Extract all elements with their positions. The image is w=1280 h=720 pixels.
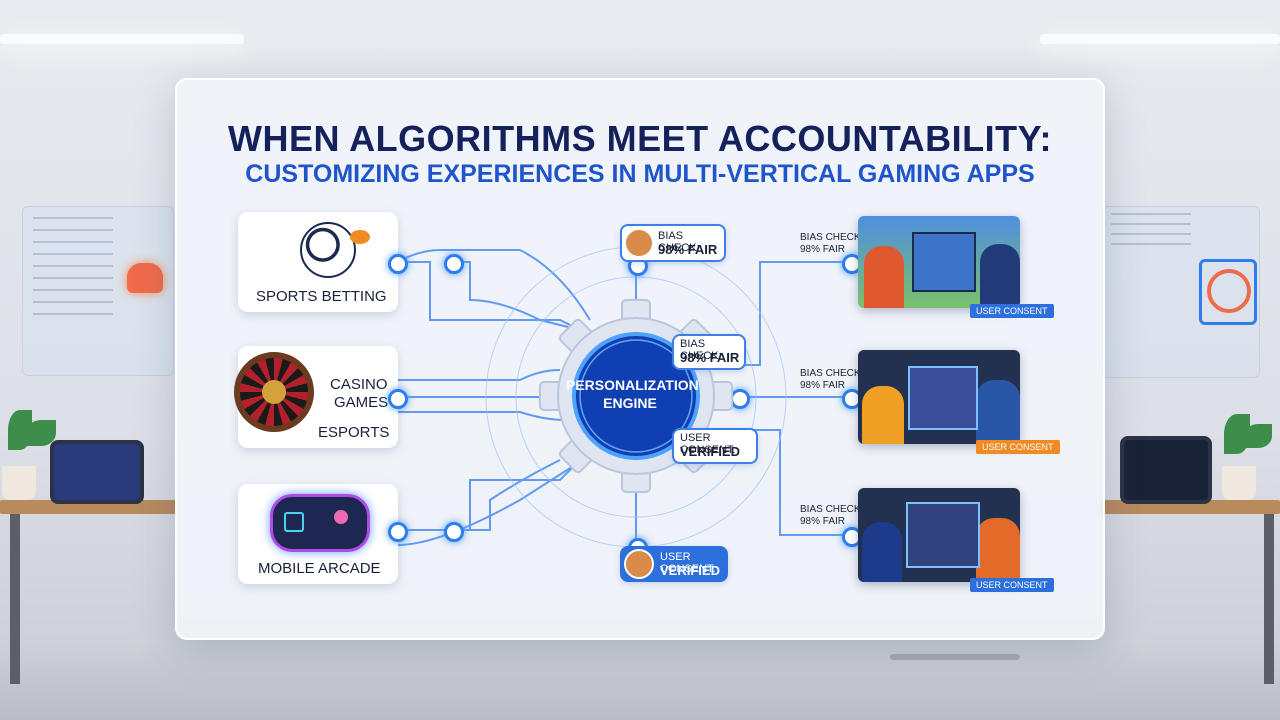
engine-line1: PERSONALIZATION (566, 377, 699, 393)
tablet-right (1120, 436, 1212, 504)
ceiling-light-right (1040, 34, 1280, 44)
casino-games-card[interactable]: CASINO GAMES ESPORTS (234, 346, 398, 448)
user-consent-label: USER CONSENT: (660, 551, 716, 575)
bias-check-value: 98% FAIR (800, 380, 846, 391)
output-card-sports[interactable] (858, 216, 1020, 308)
output-1-bias: BIAS CHECK: 98% FAIR (800, 232, 863, 256)
roulette-hub (262, 380, 286, 404)
dial-icon (1199, 259, 1257, 325)
user-consent-tag-2: USER CONSENT (976, 440, 1060, 454)
text-lines (33, 217, 113, 317)
user-consent-value: VERIFIED (680, 444, 740, 459)
engine-line2: ENGINE (603, 395, 657, 411)
user-consent-value: VERIFIED (660, 563, 720, 578)
person-left (862, 386, 904, 444)
screen-content (906, 502, 980, 568)
node-casino-out (388, 389, 408, 409)
bias-check-label: BIAS CHECK: (680, 338, 722, 362)
esports-label: ESPORTS (318, 424, 390, 441)
mobile-arcade-label: MOBILE ARCADE (258, 560, 381, 577)
plant-leaf (1244, 424, 1272, 448)
text-lines (1111, 213, 1191, 253)
dial-ring (1207, 269, 1251, 313)
casino-label-line2: GAMES (334, 394, 389, 411)
flame-icon (350, 230, 370, 244)
screen-content (912, 232, 976, 292)
user-consent-tag-1: USER CONSENT (970, 304, 1054, 318)
sports-betting-label: SPORTS BETTING (256, 288, 387, 305)
office-chair-base (890, 654, 1020, 660)
avatar-icon (624, 228, 654, 258)
user-consent-label: USER CONSENT: (680, 432, 736, 456)
output-card-casino[interactable] (858, 350, 1020, 444)
side-screen-right (1102, 206, 1260, 378)
diagram-subtitle: CUSTOMIZING EXPERIENCES IN MULTI-VERTICA… (245, 160, 1035, 188)
output-card-arcade[interactable] (858, 488, 1020, 582)
soccer-ball-icon (300, 222, 356, 278)
person-right (980, 244, 1020, 308)
rocket-icon (127, 263, 163, 293)
node-sports-out (388, 254, 408, 274)
bias-check-value: 98% FAIR (680, 350, 740, 365)
bias-check-value: 98% FAIR (800, 516, 846, 527)
user-consent-pill-engine: USER CONSENT: VERIFIED (672, 428, 758, 464)
diagram-title: WHEN ALGORITHMS MEET ACCOUNTABILITY: (228, 118, 1052, 159)
bias-check-label: BIAS CHECK: (800, 504, 864, 515)
screen-content (908, 366, 978, 430)
avatar-icon (624, 549, 654, 579)
mobile-arcade-card[interactable]: MOBILE ARCADE (238, 484, 398, 584)
node-arcade-mid (444, 522, 464, 542)
bias-check-label: BIAS CHECK: (800, 232, 864, 243)
desk-leg (10, 514, 20, 684)
gamepad-icon (270, 494, 370, 552)
gamepad-dpad (284, 512, 304, 532)
bias-check-pill-top: BIAS CHECK: 98% FAIR (620, 224, 726, 262)
user-consent-tag-3: USER CONSENT (970, 578, 1054, 592)
person-right (976, 518, 1020, 582)
bias-check-label: BIAS CHECK: (658, 230, 700, 254)
person-right (976, 380, 1020, 444)
person-left (862, 522, 902, 582)
user-consent-pill-bottom: USER CONSENT: VERIFIED (620, 546, 728, 582)
plant-leaf (26, 420, 56, 446)
bias-check-value: 98% FAIR (658, 242, 718, 257)
node-sports-mid (444, 254, 464, 274)
plant-pot-right (1222, 466, 1256, 500)
gamepad-buttons (334, 510, 348, 524)
bias-check-pill-engine: BIAS CHECK: 98% FAIR (672, 334, 746, 370)
desk-leg (1264, 514, 1274, 684)
node-arcade-out (388, 522, 408, 542)
personalization-engine-label: PERSONALIZATION ENGINE (566, 376, 699, 412)
output-2-bias: BIAS CHECK: 98% FAIR (800, 368, 863, 392)
floor (0, 640, 1280, 720)
bias-check-value: 98% FAIR (800, 244, 846, 255)
output-3-bias: BIAS CHECK: 98% FAIR (800, 504, 863, 528)
tablet-left (50, 440, 144, 504)
side-screen-left (22, 206, 174, 376)
person-left (864, 246, 904, 308)
casino-label-line1: CASINO (330, 376, 388, 393)
sports-betting-card[interactable]: SPORTS BETTING (238, 212, 398, 312)
ceiling-light-left (0, 34, 244, 44)
plant-pot-left (2, 466, 36, 500)
bias-check-label: BIAS CHECK: (800, 368, 864, 379)
